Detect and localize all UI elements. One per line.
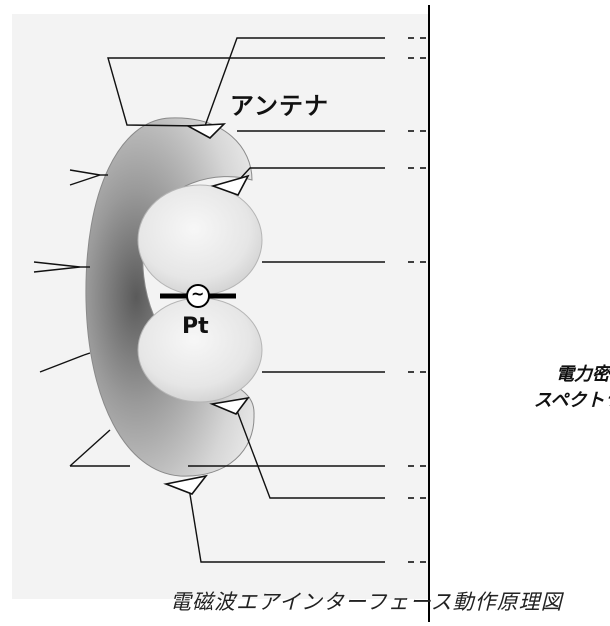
antenna-triangle-markers <box>163 123 250 495</box>
power-density-text: 電力密 <box>556 364 610 385</box>
antenna-label: アンテナ <box>230 92 330 120</box>
power-source-label: Pt <box>182 314 209 339</box>
diagram-caption: 電磁波エアインターフェース動作原理図 <box>170 590 563 614</box>
left-antenna-markers <box>33 169 130 467</box>
spectrum-text: スペクトラム <box>533 390 610 411</box>
leader-dash-stubs <box>408 37 426 563</box>
signal-source-symbol: ~ <box>191 284 205 303</box>
signal-source-circle <box>186 284 210 308</box>
inner-lobe-upper <box>137 184 263 296</box>
leader-lines <box>107 37 385 563</box>
power-spectrum-label: 電力密 スペクトラム <box>456 362 610 432</box>
